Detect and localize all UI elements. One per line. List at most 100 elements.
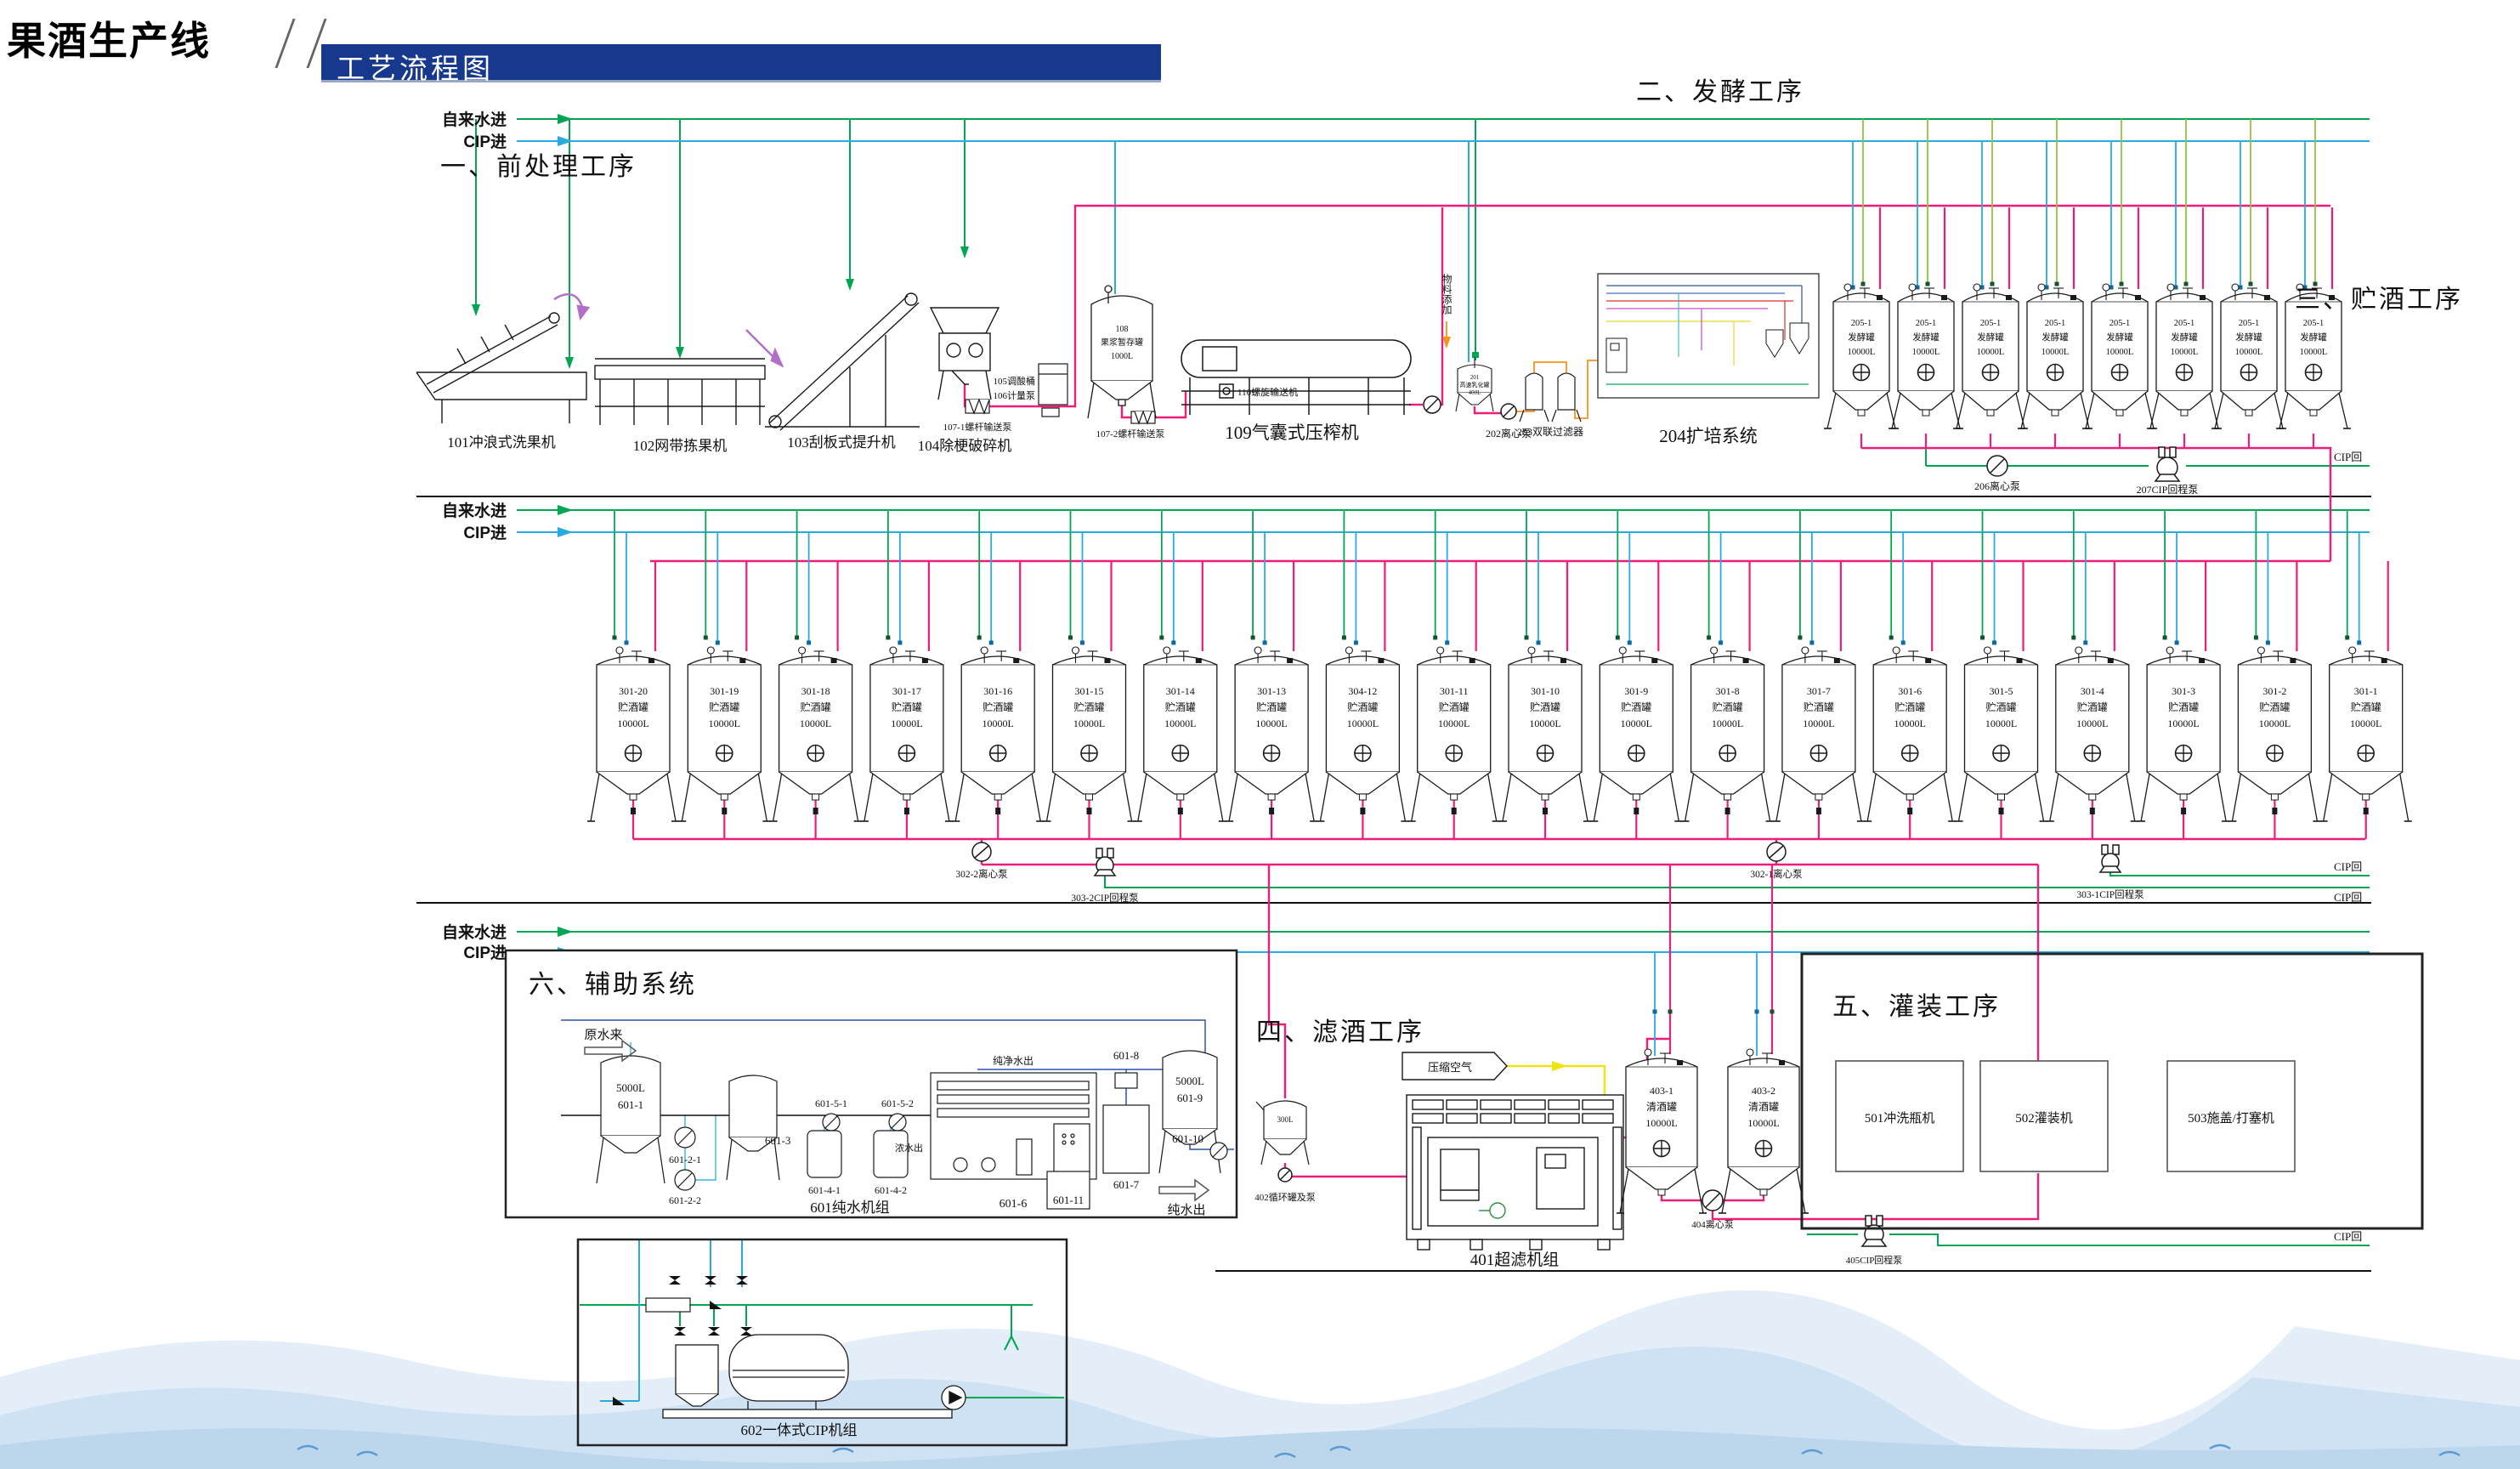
aux-filter-601-4-1 — [807, 1130, 842, 1178]
rinser-box — [1835, 1060, 1964, 1172]
pump-302-1-label: 302-1离心泵 — [1750, 868, 1803, 880]
section-title-filling: 五、灌装工序 — [1832, 993, 2001, 1021]
pump-207 — [2154, 446, 2181, 482]
tank-label: 301-10 — [1531, 685, 1560, 697]
aux-filter-4-1-label: 601-4-1 — [808, 1184, 841, 1196]
tank-label: 发酵罐 — [1977, 332, 2004, 343]
tank-label: 301-8 — [1716, 685, 1740, 697]
tank-label: 贮酒罐 — [2168, 700, 2199, 713]
aux-pump-5-1-label: 601-5-1 — [815, 1097, 847, 1109]
tank-label: 贮酒罐 — [1439, 700, 1470, 713]
tank-label: 301-7 — [1807, 685, 1831, 697]
storage-tank-301-2: 301-2 贮酒罐 10000L — [2228, 646, 2321, 822]
tap-water-arrows — [472, 114, 1479, 937]
tank-label: 10000L — [891, 717, 922, 729]
pump-402 — [1277, 1167, 1293, 1183]
filler-label: 502灌装机 — [2015, 1111, 2073, 1126]
acid-tank-label: 105调酸桶 — [994, 375, 1036, 387]
tank-label: 301-13 — [1257, 685, 1286, 697]
aux-tank1-volume: 5000L — [616, 1081, 645, 1094]
tank-label: 发酵罐 — [2106, 332, 2133, 343]
tank-label: 贮酒罐 — [892, 700, 922, 713]
aux-valve8-label: 601-8 — [1113, 1049, 1139, 1062]
tap-water-label-2: 自来水进 — [442, 501, 507, 520]
aux-pump-601-5-2 — [888, 1113, 907, 1132]
tank-label: 301-17 — [892, 685, 921, 697]
purified-water-label: 纯净水出 — [993, 1055, 1033, 1067]
tank-label: 205-1 — [2239, 319, 2260, 328]
material-add-label: 物料添加 — [1441, 274, 1453, 315]
tank-label: 301-2 — [2262, 685, 2286, 697]
storage-drop-pipes — [612, 510, 2389, 839]
tank-label: 10000L — [1347, 717, 1379, 729]
page-title: 果酒生产线 — [7, 19, 211, 63]
storage-tank-301-17: 301-17 贮酒罐 10000L — [860, 646, 953, 822]
tank-label: 10000L — [2350, 717, 2381, 729]
tank-label: 发酵罐 — [2171, 332, 2198, 343]
aux-pump10-label: 601-10 — [1172, 1132, 1203, 1145]
cip-return-label-ferm: CIP回 — [2334, 451, 2362, 463]
tank-label: 10000L — [800, 717, 831, 729]
tank-label: 贮酒罐 — [1530, 700, 1560, 713]
capper-label: 503施盖/打塞机 — [2188, 1110, 2274, 1126]
tank-label: 301-4 — [2081, 685, 2104, 697]
crusher-label: 104除梗破碎机 — [918, 438, 1012, 454]
tank-label: 10000L — [1073, 717, 1105, 729]
section-title-storage: 三、贮酒工序 — [2295, 286, 2463, 314]
aux-pump-2-1-label: 601-2-1 — [669, 1154, 701, 1166]
aux-pump-5-2-label: 601-5-2 — [881, 1097, 914, 1109]
aux-tank-601-3 — [726, 1075, 780, 1181]
tap-water-lines — [475, 118, 2370, 1398]
tank-label: 贮酒罐 — [1165, 700, 1196, 713]
tank-label: 10000L — [1912, 348, 1940, 357]
mountains-decoration — [0, 1290, 2520, 1469]
tank-label: 10000L — [1164, 717, 1196, 729]
section-title-auxiliary: 六、辅助系统 — [529, 971, 697, 999]
tank-label: 10000L — [1438, 717, 1470, 729]
pump-404 — [1702, 1189, 1724, 1211]
washer-101 — [416, 312, 587, 423]
tank-label: 301-3 — [2172, 685, 2195, 697]
circ-tank-label: 402循环罐及泵 — [1254, 1192, 1316, 1203]
tank-label: 10000L — [2259, 717, 2291, 729]
propagation-system-label: 204扩培系统 — [1659, 426, 1758, 446]
capper-box — [2166, 1060, 2296, 1172]
separator-lines — [416, 496, 2371, 1272]
labels: 自来水进 CIP进 自来水进 CIP进 自来水进 CIP进 CIP回 CIP回 … — [440, 78, 2463, 1438]
tank-label: 发酵罐 — [1912, 332, 1940, 343]
aux-ro-unit-601-6 — [930, 1072, 1097, 1180]
raw-water-label: 原水来 — [584, 1028, 622, 1042]
cip-return-label-filling: CIP回 — [2334, 1230, 2362, 1243]
tank-label: 10000L — [2167, 717, 2199, 729]
tank-label: 发酵罐 — [2300, 332, 2327, 343]
aux-tank-601-7 — [1102, 1104, 1150, 1174]
pump-405-label: 405CIP回程泵 — [1846, 1255, 1903, 1266]
tank-label: 301-20 — [619, 685, 648, 697]
tank-label: 10000L — [1255, 717, 1287, 729]
screw-pump-1-label: 107-1螺杆输送泵 — [943, 421, 1012, 433]
tank-label: 发酵罐 — [1848, 332, 1875, 343]
tank-label: 贮酒罐 — [2259, 700, 2290, 713]
tank-label: 贮酒罐 — [2351, 700, 2381, 713]
pump-302-1 — [1766, 842, 1787, 862]
tank-label: 贮酒罐 — [1621, 700, 1651, 713]
auxiliary-section — [504, 949, 1238, 1219]
tank-label: 贮酒罐 — [2077, 700, 2108, 713]
tank-label: 贮酒罐 — [618, 700, 648, 713]
aux-valve-601-8 — [1114, 1072, 1138, 1089]
tank-label: 清酒罐 — [1646, 1101, 1677, 1113]
tap-water-label-1: 自来水进 — [442, 110, 507, 129]
tank-label: 清酒罐 — [1748, 1101, 1779, 1113]
uf-unit-label: 401超滤机组 — [1470, 1251, 1560, 1269]
tank-label: 301-15 — [1075, 685, 1104, 697]
pump-303-2-label: 303-2CIP回程泵 — [1071, 893, 1139, 904]
